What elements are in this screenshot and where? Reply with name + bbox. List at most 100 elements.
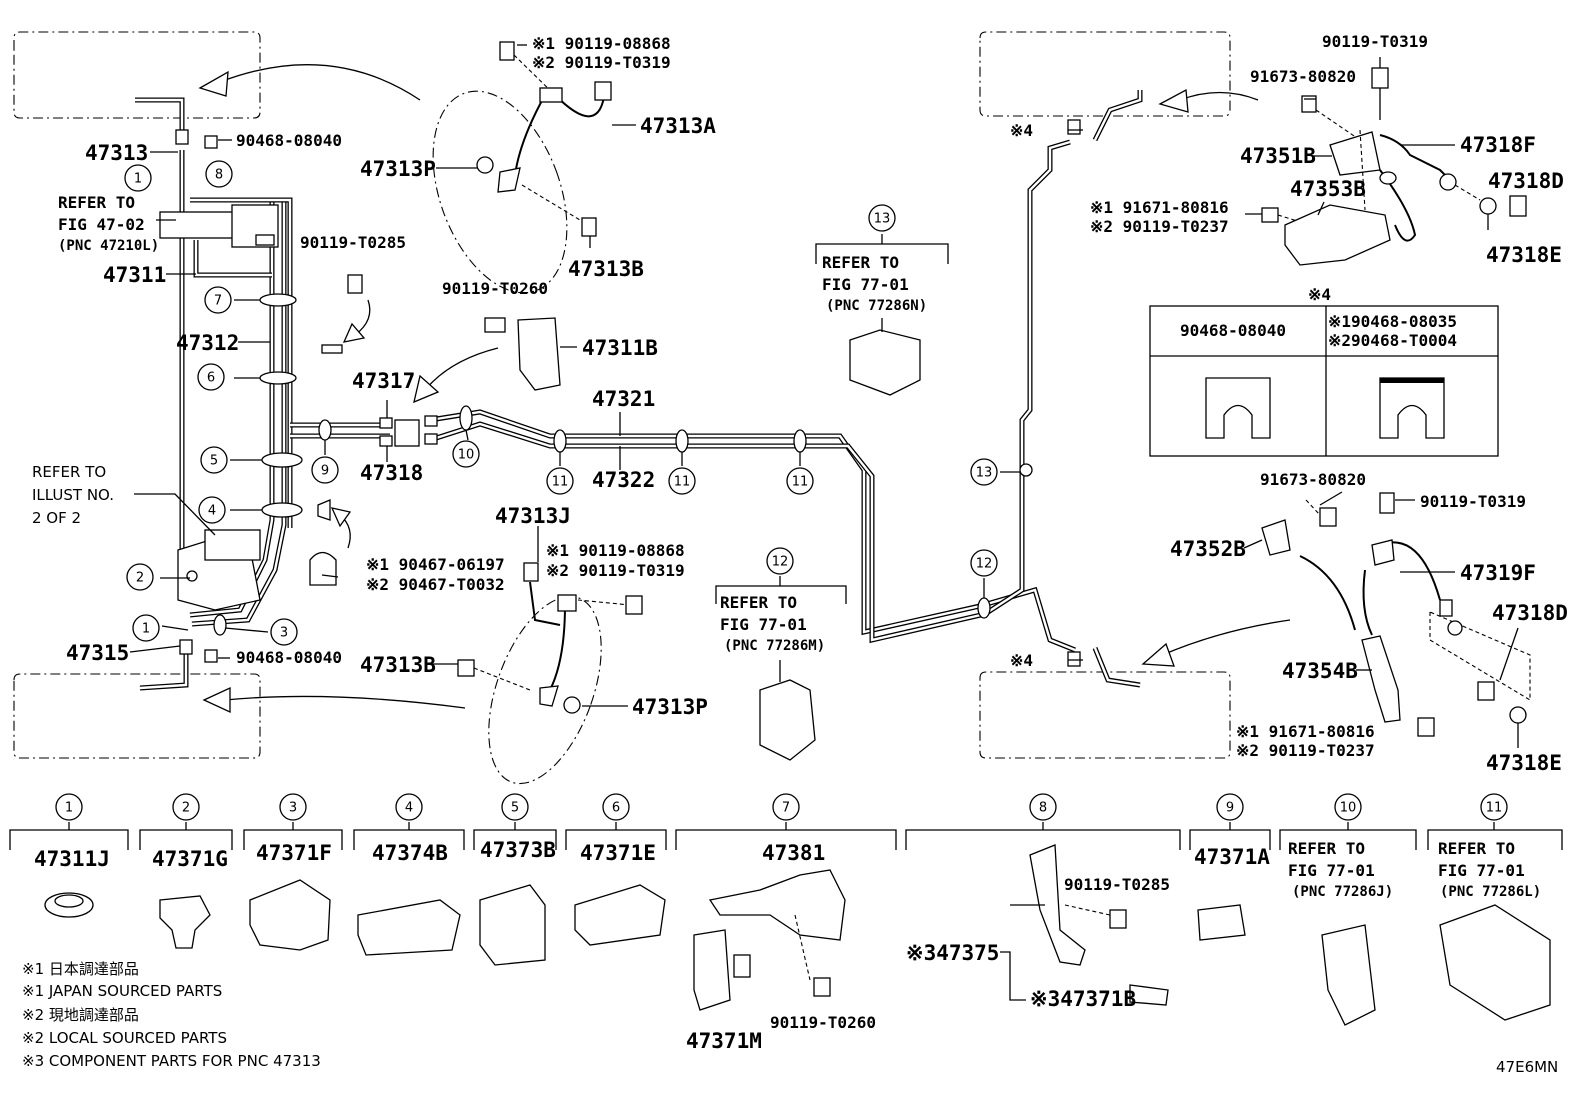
label-47313J: 47313J — [495, 504, 571, 528]
callout-circle-11-number: 11 — [552, 475, 569, 490]
bottom-callout-4: 4 — [395, 793, 423, 821]
bottom-callout-3-number: 3 — [289, 801, 297, 816]
callout-circle-7: 7 — [204, 286, 232, 314]
frame-outline-top-right — [979, 31, 1231, 117]
bottom-callout-9-number: 9 — [1226, 801, 1234, 816]
bottom-callout-11: 11 — [1480, 793, 1508, 821]
bottom-callout-8: 8 — [1029, 793, 1057, 821]
bottom-pn-9: 47371A — [1194, 845, 1270, 869]
callout-circle-2-number: 2 — [136, 571, 144, 586]
label-refer-illust-b: ILLUST NO. — [32, 486, 114, 504]
callout-circle-11: 11 — [668, 467, 696, 495]
label-refer-illust-a: REFER TO — [32, 463, 106, 481]
callout-circle-13: 13 — [970, 458, 998, 486]
callout-circle-7-number: 7 — [214, 294, 222, 309]
callout-circle-6-number: 6 — [207, 371, 215, 386]
label-91673-80820-br: 91673-80820 — [1260, 470, 1366, 489]
callout-circle-10: 10 — [452, 440, 480, 468]
bottom-callout-5: 5 — [501, 793, 529, 821]
pipe-clamps — [213, 293, 1033, 636]
label-90119-T0260: 90119-T0260 — [442, 279, 548, 298]
bottom-callout-2-number: 2 — [182, 801, 190, 816]
label-refer-77286N-b: FIG 77-01 — [822, 275, 909, 294]
label-refer-77286M-a: REFER TO — [720, 593, 797, 612]
note-1-jp: ※1 日本調達部品 — [22, 960, 139, 978]
bottom-p8-bolt: 90119-T0285 — [1064, 875, 1170, 894]
label-47317: 47317 — [352, 369, 415, 393]
bottom-callout-7: 7 — [772, 793, 800, 821]
callout-circle-13-number: 13 — [976, 466, 993, 481]
bottom-callout-1-number: 1 — [65, 801, 73, 816]
label-x4-top: ※4 — [1010, 121, 1033, 140]
label-90468-08040-top: 90468-08040 — [236, 131, 342, 150]
label-47313A: 47313A — [640, 114, 716, 138]
callout-circle-11: 11 — [546, 467, 574, 495]
bottom-callout-7-number: 7 — [782, 801, 790, 816]
label-90468-08040-bottom: 90468-08040 — [236, 648, 342, 667]
clip-top-left — [204, 135, 218, 149]
bottom-pn-2: 47371G — [152, 847, 228, 871]
bottom-p10-c: (PNC 77286J) — [1292, 884, 1393, 900]
bottom-p10-a: REFER TO — [1288, 839, 1365, 858]
bottom-pn-6: 47371E — [580, 841, 656, 865]
label-47313P-top: 47313P — [360, 157, 436, 181]
label-47353B: 47353B — [1290, 177, 1366, 201]
direction-arrows — [198, 64, 1291, 714]
bottom-callout-4-number: 4 — [405, 801, 413, 816]
callout-circle-12: 12 — [970, 549, 998, 577]
leader-lines — [129, 44, 1519, 748]
callout-circle-4: 4 — [198, 496, 226, 524]
bottom-p7-bolt: 90119-T0260 — [770, 1013, 876, 1032]
diagram-code: 47E6MN — [1496, 1058, 1558, 1076]
bottom-p7-clamp: 47371M — [686, 1029, 762, 1053]
grommet-90467 — [309, 551, 337, 586]
label-47313P-mid: 47313P — [632, 695, 708, 719]
brake-pipes — [135, 90, 1143, 691]
label-x4-table-title: ※4 — [1308, 285, 1331, 304]
label-90119-08868-top: ※1 90119-08868 — [532, 34, 671, 53]
label-refer-77286M-b: FIG 77-01 — [720, 615, 807, 634]
label-47318D-top: 47318D — [1488, 169, 1564, 193]
clip-variants-table — [1149, 305, 1499, 457]
callout-circle-11-number: 11 — [674, 475, 691, 490]
label-47315: 47315 — [66, 641, 129, 665]
labels: 47313 90468-08040 REFER TO FIG 47-02 (PN… — [22, 32, 1568, 1076]
bottom-p11-b: FIG 77-01 — [1438, 861, 1525, 880]
callout-circle-8: 8 — [205, 160, 233, 188]
label-47318: 47318 — [360, 461, 423, 485]
label-47311: 47311 — [103, 263, 166, 287]
callout-circle-6: 6 — [197, 363, 225, 391]
label-47354B: 47354B — [1282, 659, 1358, 683]
label-90119-T0319-top: ※2 90119-T0319 — [532, 53, 671, 72]
bottom-callout-10-number: 10 — [1340, 801, 1357, 816]
bottom-pn-4: 47374B — [372, 841, 448, 865]
callout-circle-3: 3 — [270, 618, 298, 646]
bottom-callout-1: 1 — [55, 793, 83, 821]
callout-circle-12-number: 12 — [976, 557, 993, 572]
label-refer-77286M-c: (PNC 77286M) — [724, 638, 825, 654]
bottom-p11-c: (PNC 77286L) — [1440, 884, 1541, 900]
label-refer-77286N-a: REFER TO — [822, 253, 899, 272]
callout-circle-13-number: 13 — [874, 212, 891, 227]
bottom-callout-10: 10 — [1334, 793, 1362, 821]
bottom-callout-circles: 1 2 3 4 5 6 7 8 9 10 11 — [55, 793, 1508, 821]
label-refer-fig-4702-a: REFER TO — [58, 193, 135, 212]
bottom-callout-3: 3 — [279, 793, 307, 821]
bottom-callout-2: 2 — [172, 793, 200, 821]
note-2-en: ※2 LOCAL SOURCED PARTS — [22, 1029, 227, 1047]
callout-circle-1-number: 1 — [142, 622, 150, 637]
bottom-callout-6-number: 6 — [612, 801, 620, 816]
label-47319F: 47319F — [1460, 561, 1536, 585]
clip-bottom-right — [1067, 651, 1081, 667]
callout-circle-1: 1 — [132, 614, 160, 642]
bottom-parts-strip — [9, 822, 1563, 1026]
callout-circle-1: 1 — [124, 164, 152, 192]
label-90119-T0319-mid: ※2 90119-T0319 — [546, 561, 685, 580]
callout-circle-9-number: 9 — [321, 464, 329, 479]
label-90119-T0237-br: ※2 90119-T0237 — [1236, 741, 1375, 760]
bottom-callout-6: 6 — [602, 793, 630, 821]
frame-outline-top-left — [13, 31, 261, 119]
bottom-p10-b: FIG 77-01 — [1288, 861, 1375, 880]
